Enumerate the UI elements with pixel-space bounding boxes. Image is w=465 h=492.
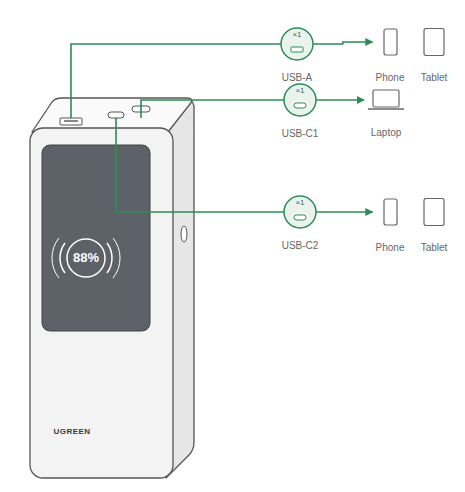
port-device-label: Tablet: [421, 242, 448, 254]
display-panel: [42, 145, 150, 331]
port-circle: ×1USB-C2: [275, 195, 325, 253]
connector-line: [141, 100, 284, 118]
laptop-icon: [364, 88, 408, 112]
tablet-icon: [417, 198, 451, 226]
device-icon: Laptop: [364, 88, 408, 140]
power-bank-body: [30, 98, 194, 478]
brand-name: UGREEN: [32, 427, 112, 437]
port-device-label: USB-A: [282, 72, 313, 84]
port-device-label: Phone: [376, 72, 405, 84]
connector-line: [71, 44, 281, 118]
connector-line: [116, 118, 284, 212]
tablet-icon: [417, 28, 451, 56]
connector-line: [313, 42, 373, 44]
side-button: [181, 226, 187, 242]
device-icon: Tablet: [417, 198, 451, 255]
port-circle: ×1USB-A: [272, 27, 322, 85]
ports: [60, 106, 150, 125]
phone-icon: [373, 28, 408, 56]
power-bank: 88% UGREEN: [28, 118, 196, 478]
port-device-label: USB-C1: [282, 128, 319, 140]
device-icon: Phone: [373, 28, 408, 85]
device-icon: Phone: [373, 198, 408, 255]
connector-line: [316, 99, 364, 101]
charge-percentage: 88%: [56, 250, 116, 266]
connector-line: [316, 211, 373, 213]
port-count: ×1: [272, 27, 322, 40]
phone-icon: [373, 198, 408, 226]
port-circle: ×1USB-C1: [275, 83, 325, 141]
device-icon: Tablet: [417, 28, 451, 85]
port-count: ×1: [275, 195, 325, 208]
port-device-label: Phone: [376, 242, 405, 254]
port-device-label: Laptop: [371, 127, 402, 139]
port-device-label: Tablet: [421, 72, 448, 84]
port-device-label: USB-C2: [282, 240, 319, 252]
port-count: ×1: [275, 83, 325, 96]
display-ring: [52, 238, 120, 278]
